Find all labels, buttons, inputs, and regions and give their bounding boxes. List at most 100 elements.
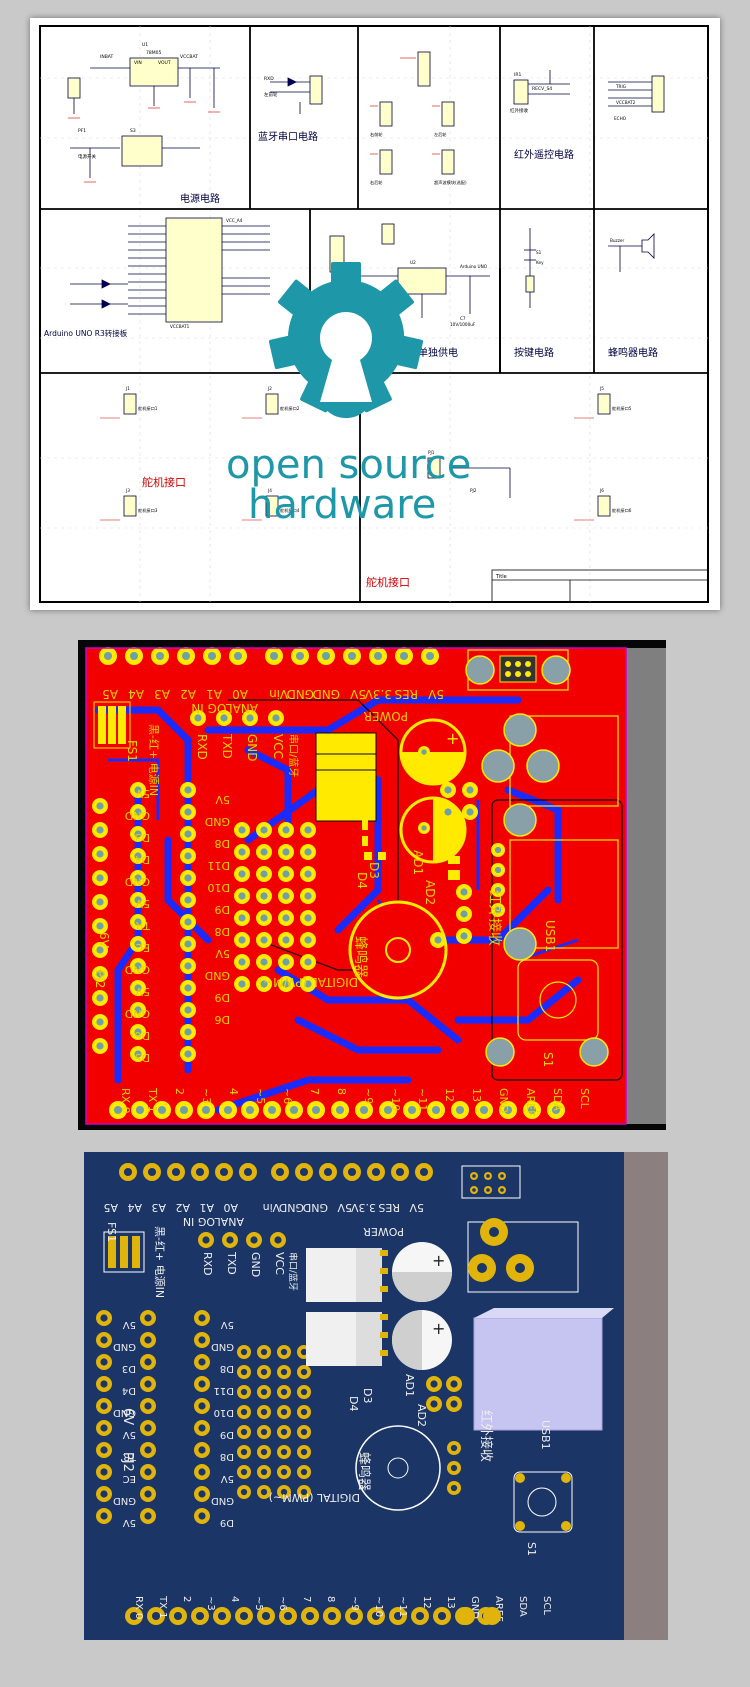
render-bottom-pin: ~9 [349,1596,360,1611]
sch-label: 超声波模块(选配) [434,179,467,186]
header-pad-hole [335,1105,345,1115]
silk-right-pin: GND [205,815,230,828]
silk-left-pin: GND [125,1007,150,1020]
grid-pad-hole [282,980,290,988]
render-grid-pad-hole [240,1488,248,1496]
render-grid-pad-hole [240,1408,248,1416]
grid-pad-hole [304,914,312,922]
sch-label: VCCBAT1 [170,324,190,329]
header-pad-hole [245,1105,255,1115]
servo-pad-hole [184,984,192,992]
silk-rxd: RXD [195,734,209,760]
silk-right-pin: D6 [215,1013,230,1026]
render-ad-pad-hole [450,1380,458,1388]
render-silk-d4: D4 [347,1396,360,1411]
sch-label: VCC_A4 [226,218,243,223]
header-pad-hole [223,1105,233,1115]
silk-gnd: GND [286,687,314,701]
render-servo-pad-hole [144,1314,152,1322]
ad-pad-hole [444,786,452,794]
sch-label: VOUT [158,60,171,66]
render-servo-pad-hole [100,1512,108,1520]
render-silk-gnd: GND [303,1201,328,1214]
render-header-pad-hole [393,1611,403,1621]
sch-label: 左前轮 [264,91,278,98]
header-pad-hole [289,1105,299,1115]
silk-ad2: AD2 [423,880,437,905]
render-right-pin: GND [211,1341,234,1352]
usb-pad-hole [494,846,502,854]
silk-txd: TXD [220,733,234,759]
sch-label: 舵机接口5 [612,405,632,412]
silk-bottom-pin: TX 1 [146,1087,159,1113]
sch-label: 舵机接口6 [612,507,632,514]
render-grid-pad-hole [260,1448,268,1456]
render-header-pad-hole [123,1167,133,1177]
render-left-pin: D3 [122,1363,136,1374]
silk-fs1: FS1 [125,740,139,762]
silk-right-pin: GND [205,969,230,982]
silk-vin: Vin [269,687,288,701]
grid-pad-hole [238,980,246,988]
render-servo-pad-hole [100,1424,108,1432]
grid-pad-hole [238,826,246,834]
render-right-pin: 5V [221,1473,234,1484]
render-bottom-pin: 7 [301,1596,312,1602]
render-header-pad-hole [261,1611,271,1621]
grid-pad-hole [260,958,268,966]
render-left-pin: EC [123,1473,136,1484]
ad-pad-hole [444,808,452,816]
grid-pad-hole [260,870,268,878]
servo-pad-hole [96,850,104,858]
servo-pad-hole [134,874,142,882]
render-grid-pad-hole [240,1388,248,1396]
block-label-power: 电源电路 [180,192,220,205]
sch-label: RECV_S4 [532,86,552,92]
render-right-pin: D9 [220,1429,234,1440]
render-grid-pad-hole [280,1368,288,1376]
sch-label: S3 [130,128,136,134]
servo-pad-hole [134,896,142,904]
sch-label: 红外接收 [510,107,528,114]
usb-pad-hole [494,886,502,894]
bt-pad-hole [194,714,202,722]
render-header-pad-hole [151,1611,161,1621]
grid-pad-hole [238,892,246,900]
grid-pad-hole [260,848,268,856]
render-header-pad-hole [195,1167,205,1177]
servo-pad-hole [184,808,192,816]
render-grid-pad-hole [280,1468,288,1476]
header-pad-hole [455,1105,465,1115]
sch-label: J6 [599,488,604,493]
render-header-pad-hole [283,1611,293,1621]
servo-pad-hole [134,808,142,816]
silk-5v: 5V [349,687,366,701]
render-bottom-pin: AREF [493,1596,504,1622]
render-left-pin: D4 [122,1385,136,1396]
sch-label: 右后轮 [370,179,383,186]
osh-logo-line1: open source [226,442,471,488]
header-pad-hole [103,651,113,661]
render-grid-pad-hole [240,1468,248,1476]
render-bottom-pin: ~6 [277,1596,288,1611]
render-isp-pad-hole [472,1174,476,1178]
cap-pad-hole [421,749,427,755]
sch-label: J1 [125,386,130,391]
silk-bottom-pin: RX 0 [119,1088,132,1114]
render-isp-pad-hole [472,1188,476,1192]
sch-label: INBAT [100,54,114,60]
ad-pad-hole [466,786,474,794]
block-label-servo-left: 舵机接口 [142,475,186,489]
render-grid-pad-hole [240,1348,248,1356]
header-pad-hole [267,1105,277,1115]
silk-right-pin: 5V [215,793,230,806]
render-servo-pad-hole [100,1468,108,1476]
render-bottom-pin: 8 [325,1596,336,1602]
silk-left-pin: TR [135,919,151,932]
grid-pad-hole [304,980,312,988]
render-grid-pad-hole [260,1368,268,1376]
render-grid-pad-hole [240,1448,248,1456]
silk-left-pin: 5V [135,897,150,910]
